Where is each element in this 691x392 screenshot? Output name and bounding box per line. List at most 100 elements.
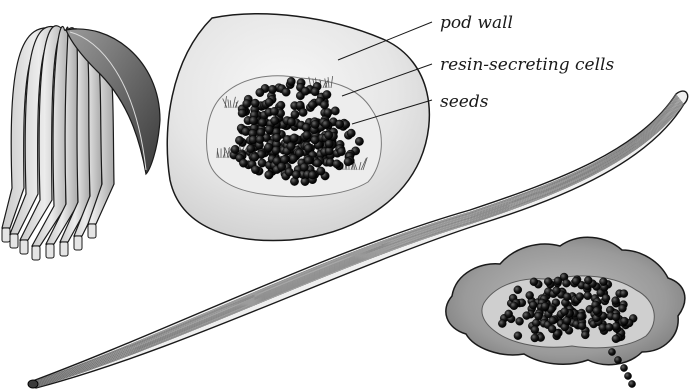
bean-stem — [60, 242, 68, 256]
seed — [612, 335, 620, 343]
seed — [621, 317, 629, 325]
seed — [270, 107, 278, 115]
seed — [324, 108, 332, 116]
seed — [554, 277, 562, 285]
seed — [238, 109, 246, 117]
seed — [620, 290, 628, 298]
spilled-seed — [614, 356, 621, 363]
seed — [231, 145, 239, 153]
seed — [287, 77, 295, 85]
spilled-seed — [608, 348, 615, 355]
seed — [510, 302, 518, 310]
seed — [249, 116, 257, 124]
seed — [256, 135, 264, 143]
seed — [235, 136, 243, 144]
seed — [526, 291, 534, 299]
bean-stem — [32, 246, 40, 260]
dried-pod-cross-section — [446, 237, 685, 387]
seed — [304, 144, 312, 152]
seed — [605, 323, 613, 331]
seed — [311, 120, 319, 128]
seed — [265, 125, 273, 133]
seed — [311, 136, 319, 144]
seed — [258, 159, 266, 167]
seed — [243, 100, 251, 108]
seed — [325, 140, 333, 148]
resin-cells-label: resin-secreting cells — [440, 55, 614, 75]
seed — [531, 326, 539, 334]
seed — [549, 317, 557, 325]
bean-stem — [88, 224, 96, 238]
seeds-label: seeds — [440, 92, 489, 112]
seed — [287, 142, 295, 150]
seed — [322, 120, 330, 128]
seed — [308, 171, 316, 179]
seed — [272, 146, 280, 154]
seed — [530, 278, 538, 286]
spilled-seed — [624, 372, 631, 379]
seed — [612, 313, 620, 321]
seed — [534, 312, 542, 320]
bean-stem — [20, 240, 28, 254]
seed — [256, 88, 264, 96]
seed — [563, 317, 571, 325]
seed — [331, 107, 339, 115]
seed — [548, 325, 556, 333]
seed — [287, 118, 295, 126]
seed — [562, 279, 570, 287]
seed — [295, 149, 303, 157]
seed — [563, 293, 571, 301]
seed — [264, 143, 272, 151]
seed — [541, 302, 549, 310]
spilled-seed — [620, 364, 627, 371]
seed — [299, 108, 307, 116]
seed — [572, 277, 580, 285]
pod-cross-section — [167, 14, 429, 241]
seed — [619, 304, 627, 312]
seed — [505, 310, 513, 318]
seed — [239, 159, 247, 167]
seed — [308, 101, 316, 109]
seed — [514, 286, 522, 294]
seed — [584, 276, 592, 284]
seed — [301, 87, 309, 95]
seed — [251, 153, 259, 161]
seed — [325, 131, 333, 139]
seed — [303, 131, 311, 139]
seed — [335, 120, 343, 128]
seed — [523, 312, 531, 320]
seed — [323, 90, 331, 98]
seed — [344, 158, 352, 166]
seed — [251, 99, 259, 107]
spilled-seed — [628, 380, 635, 387]
pod-tip — [28, 380, 38, 388]
seed — [282, 88, 290, 96]
seed — [268, 85, 276, 93]
seed — [602, 294, 610, 302]
bean-stem — [74, 236, 82, 250]
seed — [531, 334, 539, 342]
seed — [292, 170, 300, 178]
seed — [578, 322, 586, 330]
seed — [337, 147, 345, 155]
seed — [271, 117, 279, 125]
seed — [277, 162, 285, 170]
seed — [311, 88, 319, 96]
seed — [265, 98, 273, 106]
seed — [576, 293, 584, 301]
bean-stem — [2, 228, 10, 242]
seed — [516, 317, 524, 325]
pod-wall-label: pod wall — [440, 13, 513, 33]
seed — [544, 278, 552, 286]
seed — [584, 292, 592, 300]
seed — [577, 313, 585, 321]
seed — [514, 332, 522, 340]
seed — [599, 278, 607, 286]
seed — [333, 160, 341, 168]
seed — [355, 137, 363, 145]
seed — [302, 123, 310, 131]
seed — [561, 308, 569, 316]
seed — [529, 301, 537, 309]
seed — [553, 287, 561, 295]
